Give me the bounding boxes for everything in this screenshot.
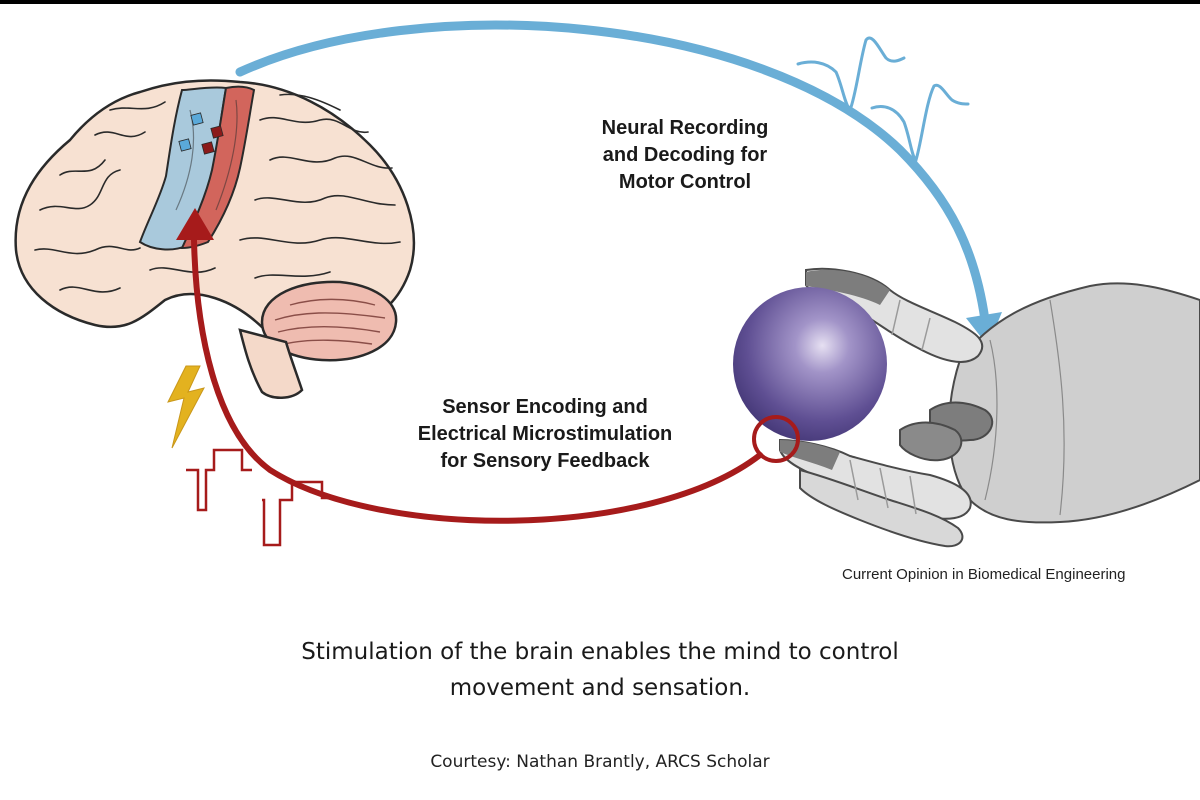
- sensory-electrode-2: [178, 138, 192, 152]
- hand-finger-4: [899, 421, 963, 462]
- journal-credit: Current Opinion in Biomedical Engineerin…: [842, 566, 1126, 583]
- figure-caption: Stimulation of the brain enables the min…: [0, 634, 1200, 706]
- sensory-label-line-1: Sensor Encoding and: [442, 396, 648, 418]
- top-border: [0, 0, 1200, 4]
- motor-control-label: Neural Recording and Decoding for Motor …: [560, 115, 810, 196]
- sensory-label-line-3: for Sensory Feedback: [440, 450, 650, 472]
- stim-pulse-train-1: [186, 448, 252, 512]
- sensory-electrode-1: [190, 112, 204, 126]
- motor-label-line-2: and Decoding for: [602, 144, 768, 166]
- bci-diagram: [14, 20, 1200, 548]
- caption-line-1: Stimulation of the brain enables the min…: [301, 639, 899, 665]
- lightning-icon: [167, 365, 205, 449]
- motor-electrode-1: [210, 125, 224, 139]
- prosthetic-hand: [779, 267, 1200, 548]
- brain-illustration: [14, 79, 416, 399]
- grasped-sphere: [733, 287, 887, 441]
- sensory-arrowhead: [176, 208, 214, 240]
- touch-sensor-ring: [752, 415, 800, 463]
- sensory-label-line-2: Electrical Microstimulation: [417, 423, 673, 445]
- stim-pulse-train-2: [262, 480, 330, 547]
- motor-decoding-arrow: [235, 20, 990, 325]
- motor-cortex: [180, 85, 256, 250]
- motor-electrode-2: [201, 141, 215, 155]
- sensory-feedback-arrow: [191, 237, 763, 524]
- brain-stem: [238, 328, 304, 399]
- hand-finger-2: [799, 468, 964, 548]
- motor-label-line-3: Motor Control: [618, 171, 752, 193]
- courtesy-credit: Courtesy: Nathan Brantly, ARCS Scholar: [430, 752, 770, 772]
- sensory-feedback-label: Sensor Encoding and Electrical Microstim…: [385, 394, 705, 475]
- caption-line-2: movement and sensation.: [449, 675, 751, 701]
- spike-waveform-1: [796, 36, 906, 113]
- motor-label-line-1: Neural Recording: [601, 117, 769, 139]
- motor-arrowhead: [966, 312, 1002, 346]
- spike-waveform-2: [870, 83, 970, 163]
